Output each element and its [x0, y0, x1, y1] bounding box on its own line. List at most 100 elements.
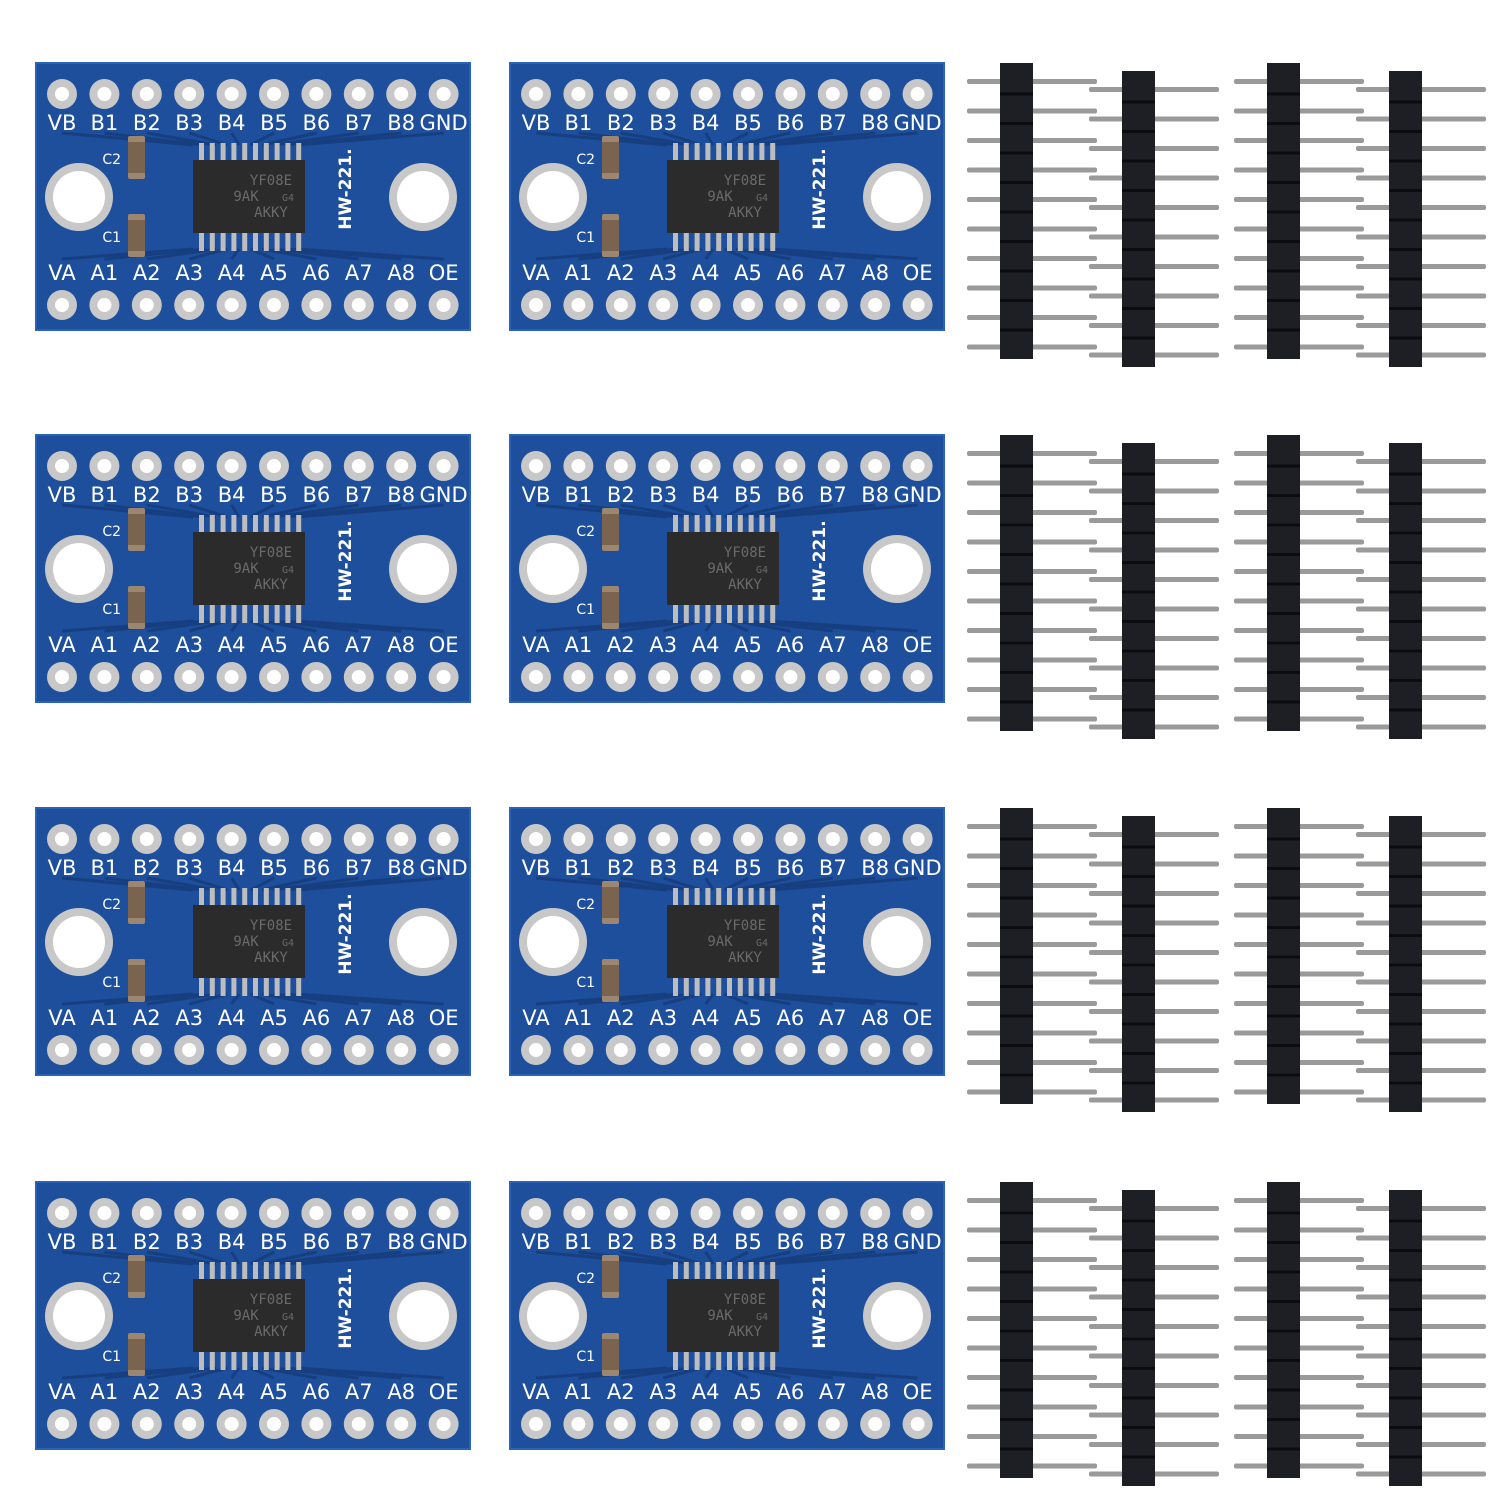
chip-pin: [253, 604, 258, 623]
trace: [578, 619, 679, 633]
capacitor-body: [128, 887, 145, 918]
pin-label-bottom: A6: [777, 1006, 805, 1030]
chip-pin: [263, 604, 269, 623]
chip-pin: [705, 1351, 711, 1370]
chip-pin: [242, 888, 248, 907]
chip-pin: [209, 604, 215, 623]
header-divider: [1122, 1081, 1155, 1085]
pad-hole: [825, 87, 840, 101]
pad-hole: [139, 832, 154, 846]
chip-pin: [263, 977, 269, 996]
chip-pin: [770, 143, 776, 162]
chip-pin: [253, 1351, 258, 1370]
pad-hole: [351, 1206, 366, 1220]
pin-label-bottom: A1: [565, 1006, 593, 1030]
chip-marking: G4: [756, 193, 768, 204]
pad-hole: [529, 1417, 543, 1431]
pin-label-bottom: A5: [734, 1006, 762, 1030]
pin-label-top: GND: [420, 111, 468, 135]
pad-hole: [309, 670, 324, 684]
header-divider: [1267, 1073, 1300, 1077]
header-divider: [1267, 671, 1300, 674]
chip-marking: YF08E: [724, 545, 766, 561]
header-divider: [1389, 502, 1422, 505]
chip-pin: [199, 888, 204, 907]
trace: [261, 131, 317, 147]
pin-label-bottom: OE: [429, 261, 459, 285]
pin-label-bottom: A4: [692, 1006, 720, 1030]
chip-pin: [705, 888, 711, 907]
trace: [770, 503, 918, 519]
pad-hole: [613, 298, 628, 312]
capacitor-label: C2: [576, 897, 595, 913]
capacitor-label: C1: [576, 1349, 595, 1365]
header-divider: [1389, 277, 1422, 281]
pad-hole: [529, 670, 543, 684]
pad-hole: [571, 670, 586, 684]
chip-pin: [274, 1351, 280, 1370]
header-divider: [1389, 1426, 1422, 1429]
chip-pin: [253, 977, 258, 996]
pad-hole: [868, 1043, 883, 1057]
header-divider: [1267, 612, 1300, 615]
header-divider: [1122, 963, 1155, 967]
capacitor-body: [128, 142, 145, 173]
chip-pin: [705, 977, 711, 996]
chip-pin: [242, 977, 248, 996]
mounting-hole-center: [527, 171, 579, 223]
pad-hole: [613, 1206, 628, 1220]
pad-hole: [741, 1206, 755, 1220]
trace: [146, 247, 217, 261]
capacitor-body: [602, 592, 619, 623]
mounting-hole-center: [53, 916, 105, 968]
pad-hole: [868, 87, 883, 101]
header-divider: [1389, 100, 1422, 104]
pad-hole: [394, 832, 409, 846]
chip-pin: [748, 604, 754, 623]
pin-label-bottom: A7: [345, 261, 373, 285]
header-divider: [1000, 671, 1033, 674]
capacitor-body: [128, 592, 145, 623]
chip-pin: [759, 604, 765, 623]
trace: [578, 247, 679, 261]
header-divider: [1000, 1270, 1033, 1274]
trace: [230, 248, 241, 260]
trace: [620, 619, 691, 633]
pin-label-top: B1: [91, 483, 119, 507]
pin-label-bottom: A1: [565, 261, 593, 285]
chip-marking: AKKY: [254, 577, 288, 593]
pad-hole: [224, 670, 239, 684]
pad-hole: [436, 1417, 451, 1431]
pad-hole: [351, 1043, 366, 1057]
pin-label-top: B3: [649, 111, 677, 135]
trace: [104, 1366, 205, 1380]
pin-label-top: B2: [607, 1230, 635, 1254]
chip-pin: [285, 888, 291, 907]
trace: [230, 504, 241, 518]
trace: [578, 876, 679, 892]
chip-pin: [716, 515, 722, 534]
chip-pin: [220, 515, 226, 534]
chip-pin: [209, 1262, 215, 1281]
pin-label-top: B4: [692, 111, 720, 135]
mounting-hole-center: [53, 543, 105, 595]
header-divider: [1000, 494, 1033, 497]
pin-label-bottom: A1: [91, 261, 119, 285]
header-divider: [1122, 1249, 1155, 1252]
pad-hole: [224, 1043, 239, 1057]
pin-label-bottom: A3: [175, 633, 203, 657]
pin-label-bottom: A8: [861, 633, 889, 657]
level-shifter-board: VBVAB1A1B2A2B3A3B4A4B5A5B6A6B7A7B8A8GNDO…: [509, 807, 945, 1076]
capacitor-label: C2: [576, 152, 595, 168]
pin-label-bottom: VA: [522, 1380, 550, 1404]
pad-hole: [436, 670, 451, 684]
pin-label-bottom: OE: [903, 1006, 933, 1030]
pin-label-top: B1: [565, 856, 593, 880]
chip-pin: [770, 515, 776, 534]
pad-hole: [656, 832, 671, 846]
trace: [735, 1250, 791, 1266]
pin-label-bottom: A3: [649, 1380, 677, 1404]
header-divider: [1389, 159, 1422, 163]
trace: [535, 503, 668, 519]
pin-label-bottom: A2: [607, 1006, 635, 1030]
